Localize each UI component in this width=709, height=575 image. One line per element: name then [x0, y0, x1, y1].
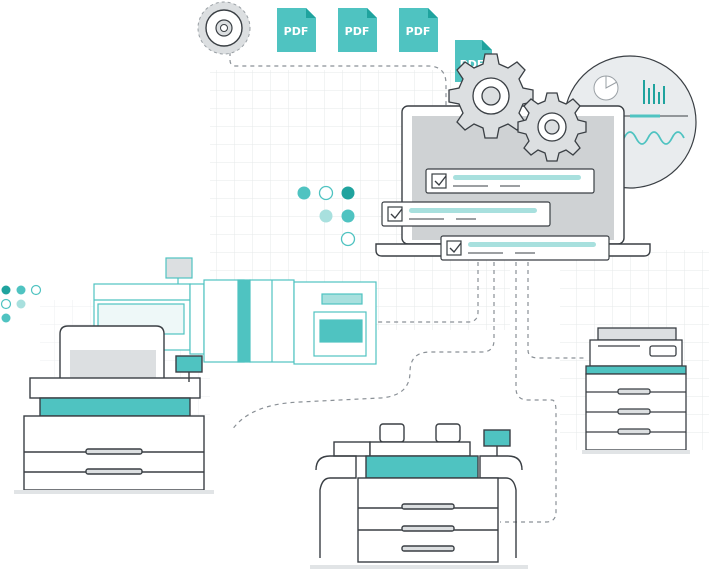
wide-format-printer-left	[23, 325, 205, 491]
pdf-document-1: PDF	[277, 8, 316, 52]
pdf-label: PDF	[345, 25, 370, 38]
pdf-file-icon	[277, 8, 316, 52]
checkbox-checked-icon	[431, 173, 447, 189]
pdf-label: PDF	[284, 25, 309, 38]
decorative-dots	[297, 185, 356, 247]
decorative-dots	[0, 284, 42, 323]
disc-icon	[197, 1, 251, 55]
checkbox-checked-icon	[387, 206, 403, 222]
checklist-card	[440, 235, 610, 261]
gear-icon	[448, 53, 534, 139]
gear-icon	[517, 92, 587, 162]
checklist-card	[381, 201, 551, 227]
wide-format-printer-center	[315, 423, 523, 563]
checkbox-checked-icon	[446, 240, 462, 256]
pdf-document-3: PDF	[399, 8, 438, 52]
pdf-document-2: PDF	[338, 8, 377, 52]
checklist-card	[425, 168, 595, 194]
pdf-file-icon	[338, 8, 377, 52]
multifunction-printer	[585, 327, 687, 451]
data-flow-connector	[229, 52, 447, 110]
network-connectors	[231, 262, 586, 523]
pdf-file-icon	[399, 8, 438, 52]
pdf-label: PDF	[406, 25, 431, 38]
